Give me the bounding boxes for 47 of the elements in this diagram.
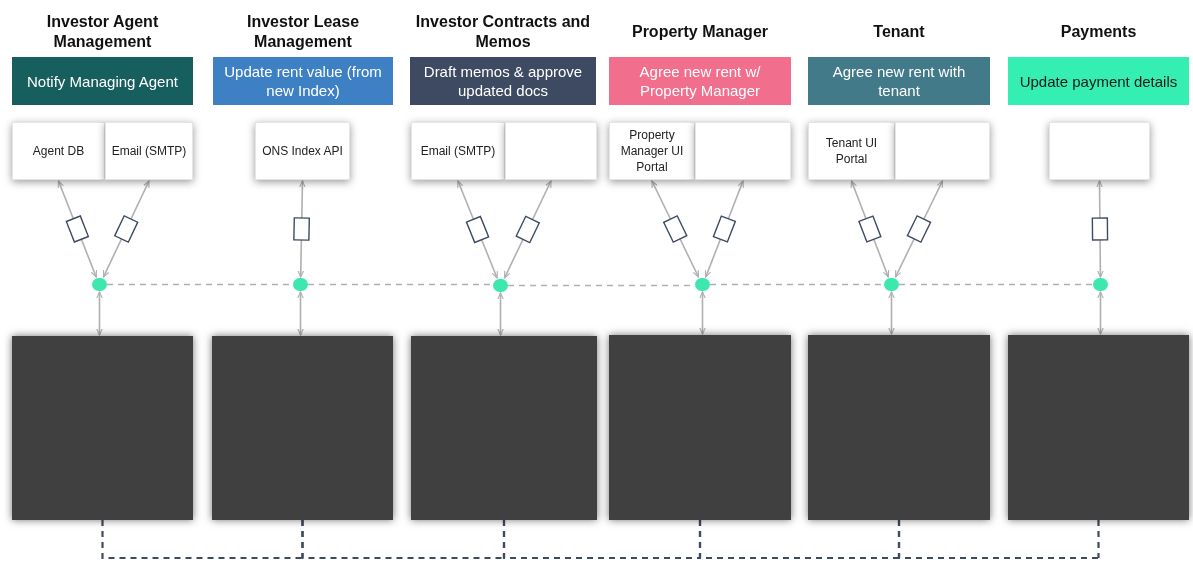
dashed-connector [898, 283, 1094, 286]
dashed-connector [897, 518, 1100, 560]
lane-title: Investor Contracts and Memos [414, 11, 592, 52]
dashed-connector [502, 518, 702, 560]
system-label: Email (SMTP) [420, 143, 496, 159]
double-arrow [96, 291, 103, 336]
action-text: Update payment details [1019, 71, 1178, 91]
lane-title: Payments [1060, 21, 1137, 42]
dark-block [609, 335, 791, 520]
system-box [1049, 122, 1150, 180]
system-label: Email (SMTP) [111, 143, 187, 159]
system-box [695, 122, 791, 180]
double-arrow [1097, 291, 1104, 335]
system-label: Tenant UI Portal [824, 135, 879, 167]
lane-title: Property Manager [631, 21, 768, 42]
system-box [12, 122, 105, 180]
dark-block [1008, 335, 1189, 520]
dark-block [808, 335, 990, 520]
action-text: Notify Managing Agent [27, 71, 178, 91]
system-box [411, 122, 505, 180]
double-arrow [297, 291, 304, 336]
dashed-connector [101, 518, 304, 560]
double-arrow [888, 291, 895, 335]
lane-title: Investor Lease Management [245, 11, 361, 52]
system-label: Property Manager UI Portal [619, 127, 685, 175]
system-box [505, 122, 597, 180]
dark-block [12, 336, 193, 520]
double-arrow [497, 292, 504, 336]
dark-block [212, 336, 393, 520]
dark-block [411, 336, 597, 520]
action-text: Draft memos & approve updated docs [422, 62, 584, 100]
action-text: Agree new rent with tenant [831, 62, 967, 100]
lane-title: Investor Agent Management [45, 11, 160, 52]
system-box [895, 122, 990, 180]
double-arrow [699, 291, 706, 335]
system-box [609, 122, 695, 180]
system-box [105, 122, 193, 180]
double-arrow [1096, 180, 1104, 278]
system-box [255, 122, 350, 180]
system-label: ONS Index API [262, 143, 343, 159]
action-text: Agree new rent w/ Property Manager [638, 62, 762, 100]
system-box [808, 122, 895, 180]
action-text: Update rent value (from new Index) [223, 62, 383, 100]
system-label: Agent DB [32, 143, 85, 159]
dashed-connector [698, 518, 901, 560]
double-arrow [297, 180, 306, 278]
lane-title: Tenant [873, 21, 925, 42]
